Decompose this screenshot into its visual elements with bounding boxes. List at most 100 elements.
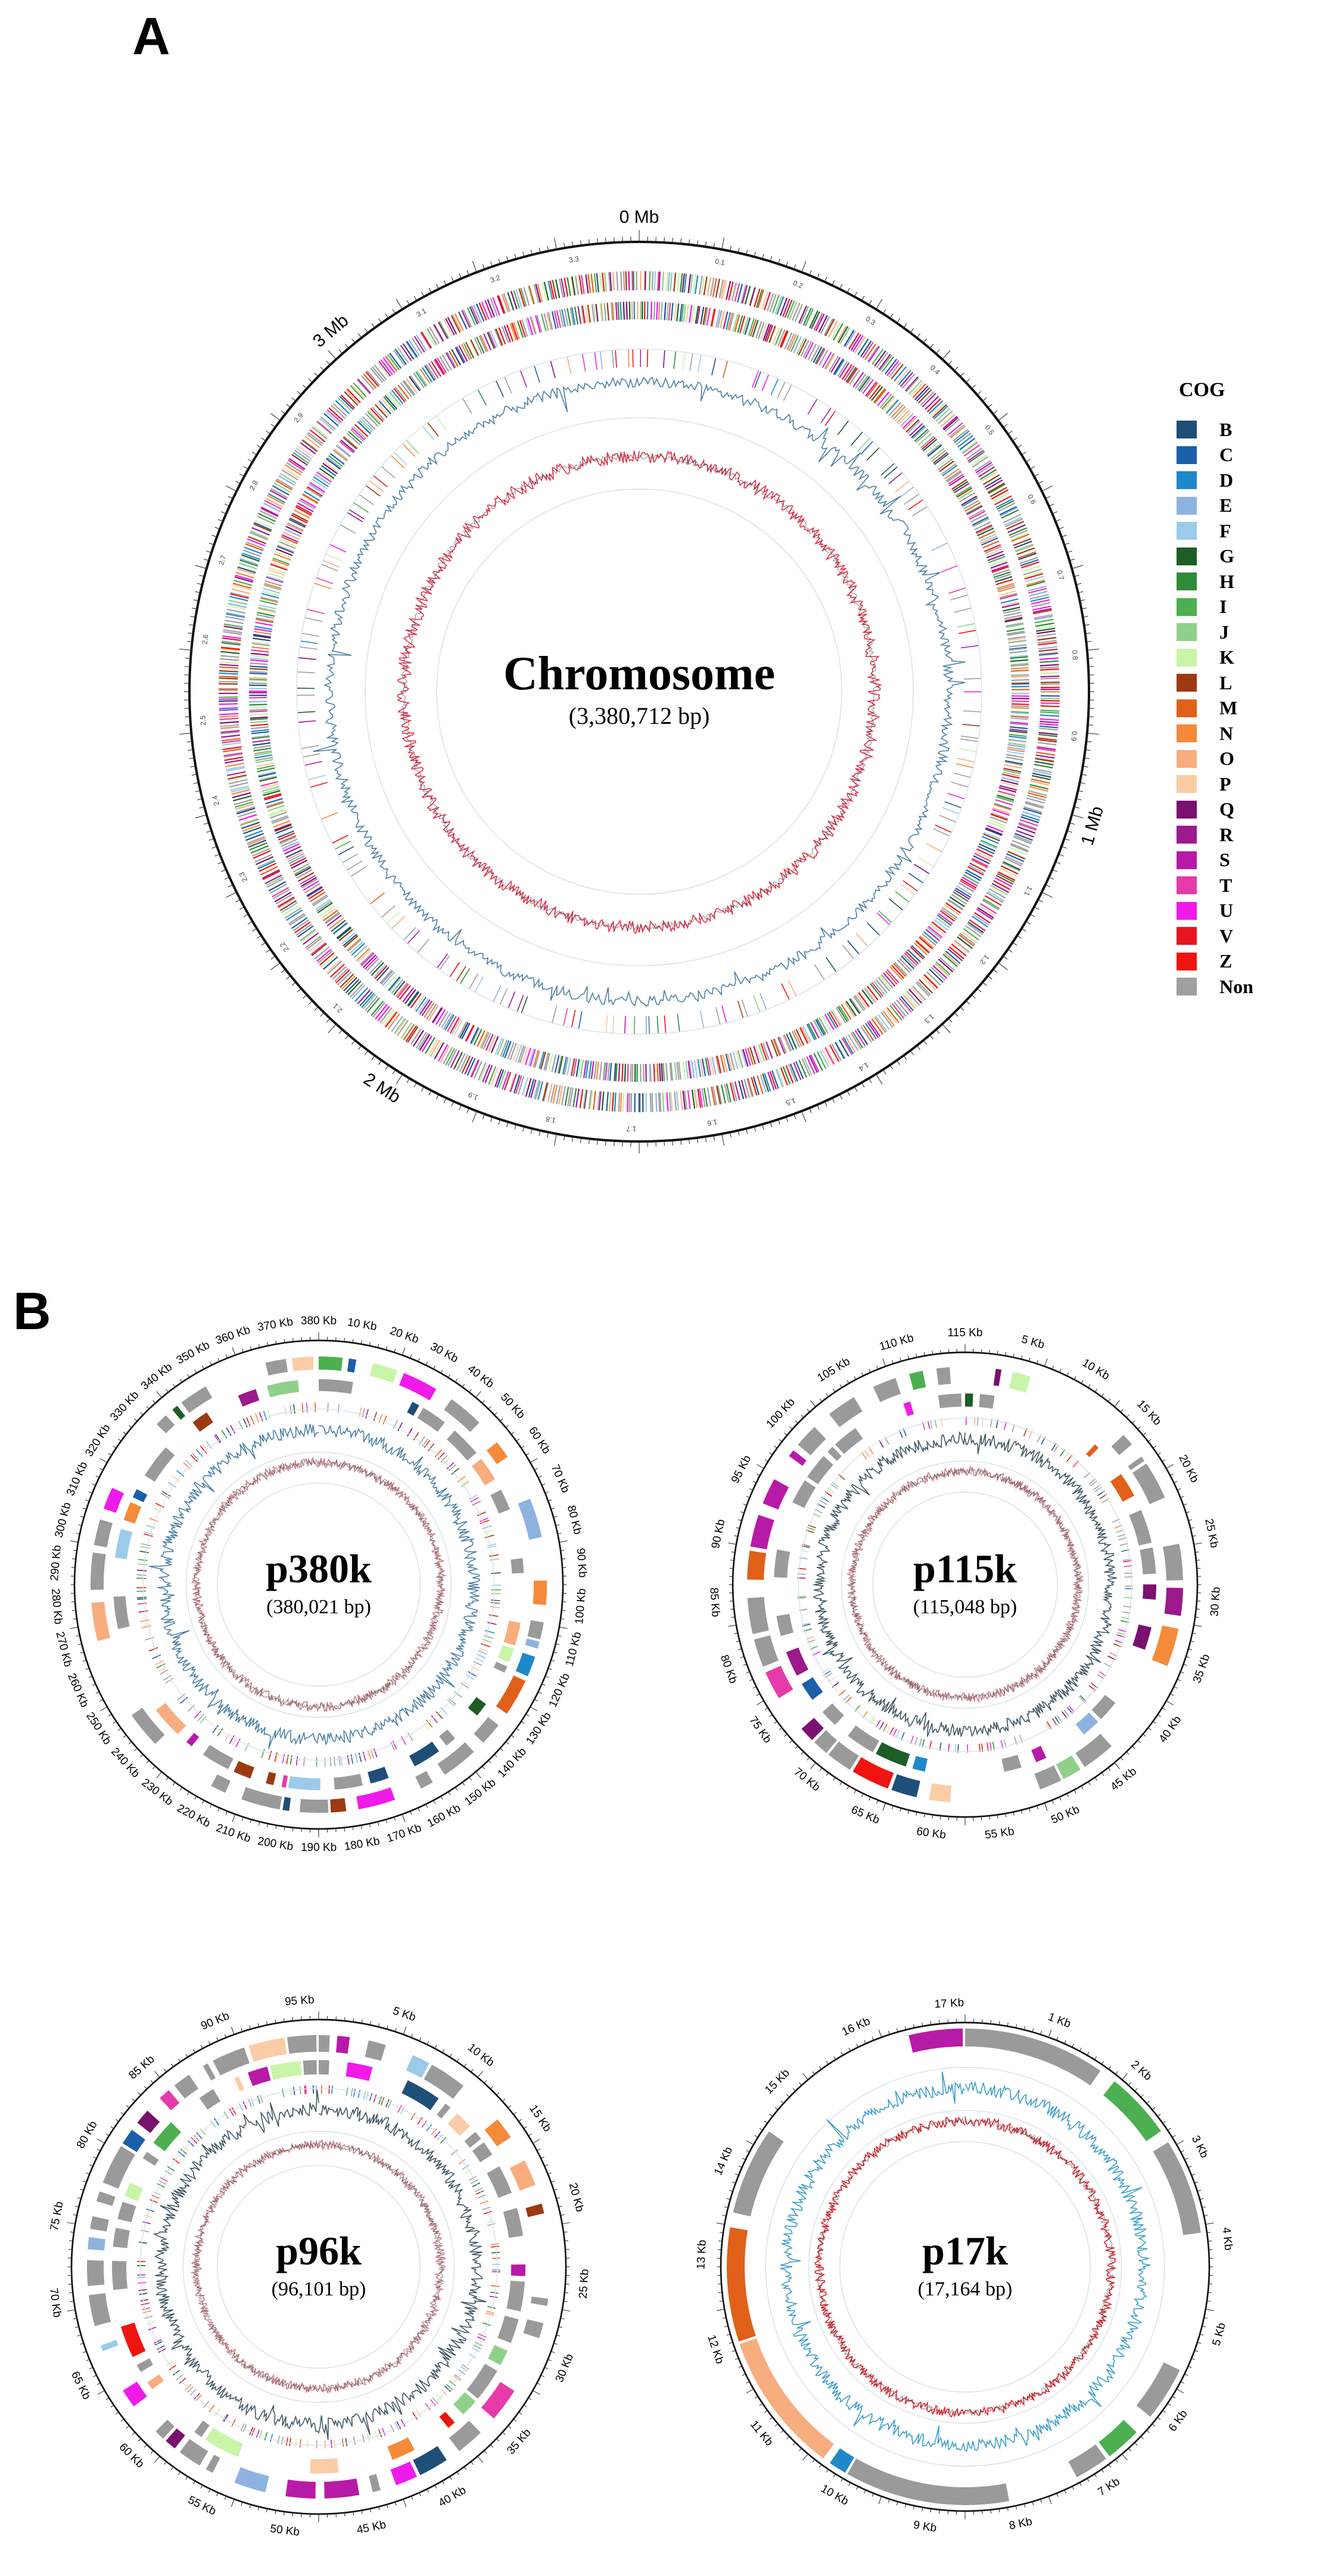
gene-mark [666,1092,669,1112]
gene-mark [443,319,453,337]
gene-mark [609,1063,612,1081]
gene-mark [751,1077,758,1096]
gene-mark [841,1037,852,1055]
gene-mark [410,1028,422,1046]
gene-mark [1011,700,1029,702]
gene-mark [801,1026,810,1044]
gene-mark [904,992,918,1008]
gene-mark [478,302,487,321]
gene-mark [453,1051,463,1070]
tick [705,1136,707,1142]
gene-mark [575,1088,580,1108]
gene-mark [715,1056,720,1074]
gene-mark [434,1042,444,1060]
gene-mark [307,431,324,445]
gene-mark [382,972,395,987]
gene-mark [305,935,322,948]
tick [214,527,220,530]
gene-mark [982,836,999,844]
gene-mark [956,487,973,498]
tick [1041,486,1053,491]
gene-mark [225,763,245,768]
gene-mark [742,316,749,335]
gene-mark [761,291,768,310]
gene-mark [770,1039,779,1057]
gene-mark [513,290,521,309]
gene-mark [535,284,542,303]
tick [792,2088,796,2092]
gene-mark [251,642,270,646]
tick [954,1012,959,1017]
tick [1172,2395,1176,2399]
gene-mark [230,592,250,598]
position-label: 16 Kb [840,2015,872,2039]
gene-mark [1037,748,1056,752]
gene-mark [745,1048,751,1066]
gene-mark [221,738,241,742]
gene-mark [727,312,733,331]
tick [1052,869,1057,872]
gene-mark [661,272,664,291]
gene-mark [426,1003,437,1019]
gene-mark [275,826,293,835]
gene-mark [421,1035,433,1053]
tick [903,323,907,328]
gene-mark [465,1025,475,1042]
gene-mark [421,331,432,349]
tick [754,251,756,257]
gene-mark [989,816,1007,824]
gene-mark [847,368,858,384]
tick [812,2071,815,2075]
gene-mark [419,999,431,1015]
gene-mark [1013,538,1031,546]
gene-mark [838,1039,849,1057]
gene-mark [992,491,1010,503]
gene-mark [981,471,998,483]
gene-mark [278,897,295,909]
tick [992,410,998,415]
gene-mark [1001,601,1019,607]
gene-mark [683,304,687,322]
gene-mark [931,402,946,417]
gene-mark [440,1045,450,1063]
gene-mark [542,282,547,301]
gene-mark [700,306,705,325]
gene-mark [310,891,326,903]
gene-mark [661,1063,664,1081]
gene-mark [690,1060,695,1078]
gene-mark [251,736,270,740]
tick [1087,724,1093,726]
gene-mark [388,976,401,991]
tick [1167,2127,1171,2131]
gene-mark [294,449,311,462]
gene-mark [580,1059,584,1078]
tick [211,534,217,537]
gene-mark [1009,530,1028,539]
gene-mark [248,839,267,848]
gene-mark [1002,771,1020,777]
gene-mark [238,814,257,822]
gene-mark [764,1072,771,1092]
legend-item-c: C [1177,443,1278,468]
gene-mark [957,435,973,448]
tick [705,241,707,247]
gene-mark [220,651,240,654]
gene-mark [351,984,366,1000]
gene-mark [985,828,1003,836]
legend-label: N [1219,722,1234,744]
legend-swatch [1177,471,1197,490]
gene-mark [737,284,743,303]
gene-mark [990,813,1008,821]
tick [482,264,485,270]
gene-mark [719,310,725,329]
gene-mark [1010,669,1029,672]
gene-mark [601,1091,605,1111]
gene-mark [824,1047,835,1065]
gene-mark [394,349,407,365]
gene-mark [572,1088,577,1107]
gene-mark [443,1046,453,1065]
gene-mark [749,1047,757,1065]
gene-mark [969,511,986,520]
tick [1066,830,1072,833]
gene-mark [786,1033,795,1051]
